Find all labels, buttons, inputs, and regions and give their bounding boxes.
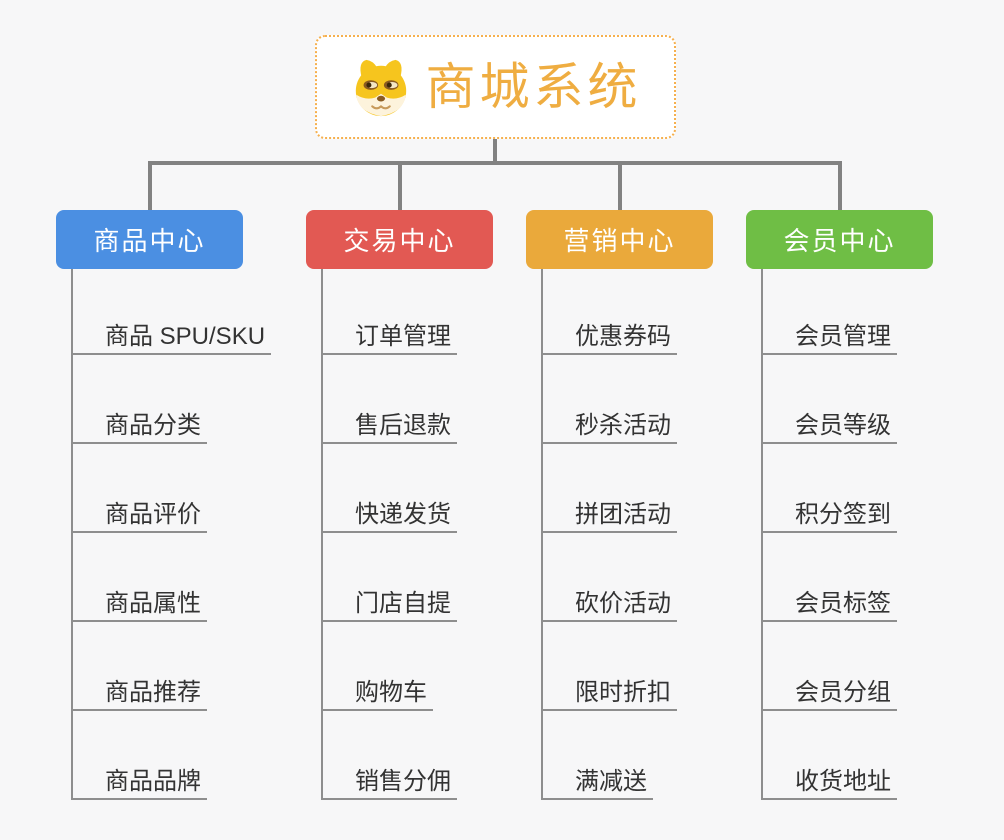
leaf-node[interactable]: 商品品牌 [71,760,207,800]
leaf-label: 会员等级 [795,412,891,439]
leaf-node[interactable]: 商品推荐 [71,671,207,711]
leaf-node[interactable]: 满减送 [541,760,653,800]
leaf-label: 购物车 [355,679,427,706]
leaf-label: 商品 SPU/SKU [105,323,266,350]
branch-child-line [71,269,73,800]
leaf-node[interactable]: 商品 SPU/SKU [71,315,272,355]
branch-node[interactable]: 交易中心 [306,210,493,269]
leaf-node[interactable]: 拼团活动 [541,493,677,533]
root-stem-line [493,139,497,163]
branch-drop-line [838,161,842,210]
leaf-label: 限时折扣 [575,679,671,706]
leaf-label: 满减送 [575,768,647,795]
leaf-label: 商品评价 [105,501,201,528]
leaf-node[interactable]: 砍价活动 [541,582,677,622]
branch-node[interactable]: 会员中心 [746,210,933,269]
leaf-node[interactable]: 购物车 [321,671,433,711]
leaf-label: 积分签到 [795,501,891,528]
branch-node[interactable]: 商品中心 [56,210,243,269]
branch-drop-line [148,161,152,210]
branch-drop-line [398,161,402,210]
branch-child-line [541,269,543,800]
leaf-label: 商品属性 [105,590,201,617]
dog-face-icon [355,59,406,117]
leaf-label: 收货地址 [795,768,891,795]
leaf-label: 砍价活动 [575,590,671,617]
branch-label: 商品中心 [93,226,206,256]
leaf-node[interactable]: 优惠券码 [541,315,677,355]
leaf-node[interactable]: 会员分组 [761,671,897,711]
leaf-label: 优惠券码 [575,323,671,350]
leaf-node[interactable]: 售后退款 [321,404,457,444]
leaf-label: 订单管理 [355,323,451,350]
leaf-label: 会员标签 [795,590,891,617]
branch-child-line [761,269,763,800]
branch-node[interactable]: 营销中心 [526,210,713,269]
leaf-label: 门店自提 [355,590,451,617]
leaf-node[interactable]: 秒杀活动 [541,404,677,444]
leaf-node[interactable]: 商品评价 [71,493,207,533]
leaf-node[interactable]: 限时折扣 [541,671,677,711]
leaf-node[interactable]: 积分签到 [761,493,897,533]
branch-label: 交易中心 [343,226,456,256]
leaf-node[interactable]: 商品属性 [71,582,207,622]
leaf-label: 会员管理 [795,323,891,350]
leaf-label: 快递发货 [355,501,451,528]
leaf-node[interactable]: 收货地址 [761,760,897,800]
leaf-label: 商品分类 [105,412,201,439]
branch-label: 营销中心 [563,226,676,256]
leaf-node[interactable]: 会员管理 [761,315,897,355]
branch-drop-line [618,161,622,210]
leaf-node[interactable]: 门店自提 [321,582,457,622]
leaf-node[interactable]: 销售分佣 [321,760,457,800]
leaf-label: 销售分佣 [355,768,451,795]
branch-rail-line [148,161,842,165]
leaf-node[interactable]: 商品分类 [71,404,207,444]
root-title: 商城系统 [425,59,642,115]
leaf-label: 会员分组 [795,679,891,706]
root-node[interactable]: 商城系统 [315,35,676,139]
leaf-label: 秒杀活动 [575,412,671,439]
leaf-label: 拼团活动 [575,501,671,528]
leaf-label: 售后退款 [355,412,451,439]
leaf-node[interactable]: 快递发货 [321,493,457,533]
leaf-label: 商品推荐 [105,679,201,706]
branch-child-line [321,269,323,800]
branch-label: 会员中心 [783,226,896,256]
leaf-node[interactable]: 会员等级 [761,404,897,444]
leaf-label: 商品品牌 [105,768,201,795]
leaf-node[interactable]: 会员标签 [761,582,897,622]
leaf-node[interactable]: 订单管理 [321,315,457,355]
